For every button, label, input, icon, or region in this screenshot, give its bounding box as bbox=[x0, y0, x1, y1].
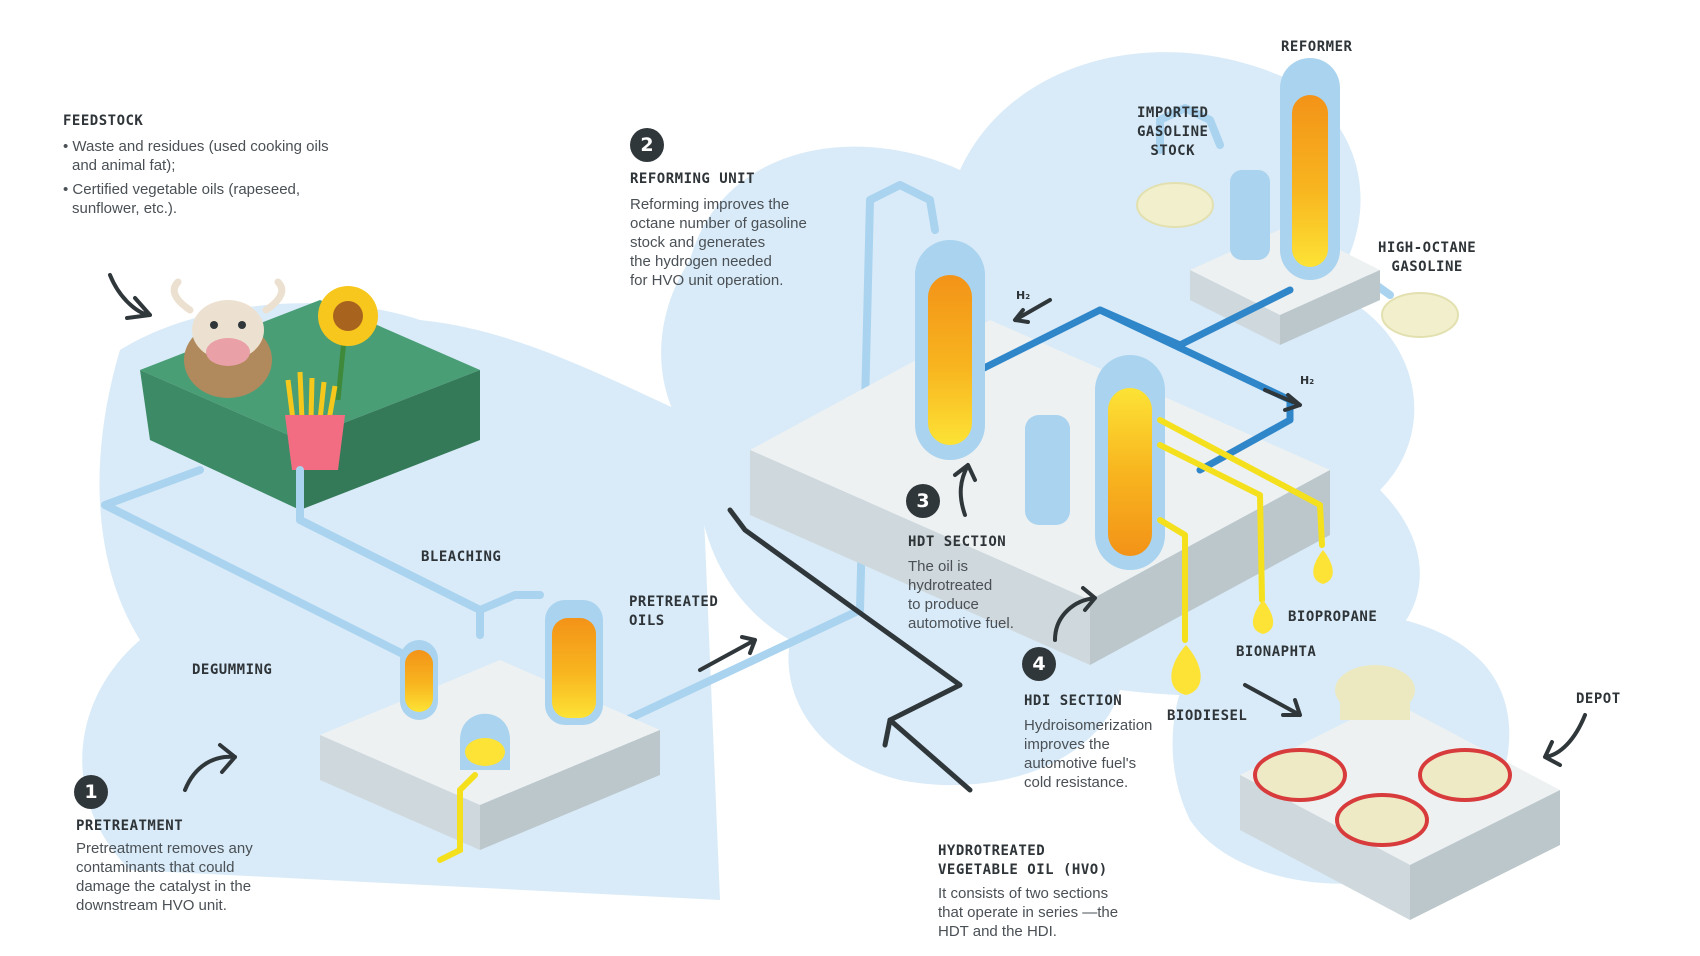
hdt-reactor bbox=[915, 240, 1070, 525]
step-4-badge: 4 bbox=[1022, 647, 1056, 681]
depot-tanks bbox=[1253, 665, 1512, 847]
step-2-badge: 2 bbox=[630, 128, 664, 162]
high-octane-gasoline-label: HIGH-OCTANE GASOLINE bbox=[1378, 240, 1477, 275]
hdt-section-title: HDT SECTION bbox=[908, 534, 1007, 550]
reformer-column bbox=[1230, 58, 1340, 280]
sunflower-illustration bbox=[318, 286, 378, 401]
bleaching-label: BLEACHING bbox=[421, 549, 502, 565]
hdi-reactor bbox=[1095, 355, 1165, 570]
flow-arrows bbox=[108, 273, 1587, 792]
pretreatment-description: Pretreatment removes any contaminants th… bbox=[76, 840, 253, 914]
product-pipes bbox=[1157, 417, 1325, 643]
biodiesel-label: BIODIESEL bbox=[1167, 708, 1248, 724]
hdi-section-description: Hydroisomerization improves the automoti… bbox=[1024, 717, 1153, 791]
reformer-label: REFORMER bbox=[1281, 39, 1353, 55]
feedstock-title: FEEDSTOCK bbox=[63, 113, 144, 129]
imported-gasoline-stock-label: IMPORTED GASOLINE STOCK bbox=[1137, 105, 1209, 159]
feedstock-list: • Waste and residues (used cooking oils … bbox=[63, 137, 333, 223]
hdi-section-title: HDI SECTION bbox=[1024, 693, 1123, 709]
gasoline-tanks bbox=[1136, 182, 1459, 338]
biopropane-label: BIOPROPANE bbox=[1288, 609, 1378, 625]
feedstock-item: • Waste and residues (used cooking oils … bbox=[63, 138, 329, 174]
reforming-unit-title: REFORMING UNIT bbox=[630, 171, 756, 187]
step-1-badge: 1 bbox=[74, 775, 108, 809]
hydrogen-label-hdt: H2 bbox=[1016, 289, 1031, 302]
bionaphta-label: BIONAPHTA bbox=[1236, 644, 1317, 660]
pretreatment-tanks bbox=[400, 600, 603, 863]
pretreated-oils-label: PRETREATED OILS bbox=[629, 594, 719, 629]
cow-illustration bbox=[170, 278, 286, 398]
product-drops bbox=[1171, 550, 1333, 695]
hvo-description: It consists of two sections that operate… bbox=[938, 885, 1119, 940]
reforming-unit-description: Reforming improves the octane number of … bbox=[630, 196, 807, 289]
pretreatment-title: PRETREATMENT bbox=[76, 818, 184, 834]
step-3-badge: 3 bbox=[906, 484, 940, 518]
fries-illustration bbox=[285, 371, 345, 470]
degumming-label: DEGUMMING bbox=[192, 662, 273, 678]
hydrogen-label-hdi: H2 bbox=[1300, 374, 1315, 387]
depot-platform bbox=[1240, 700, 1560, 920]
feedstock-item: • Certified vegetable oils (rapeseed, su… bbox=[63, 181, 301, 217]
hvo-output-pipe bbox=[727, 507, 973, 793]
hvo-title: HYDROTREATED VEGETABLE OIL (HVO) bbox=[938, 843, 1108, 878]
hdt-section-description: The oil is hydrotreated to produce autom… bbox=[908, 558, 1014, 632]
feedstock-platform bbox=[140, 300, 480, 510]
depot-label: DEPOT bbox=[1576, 691, 1621, 707]
